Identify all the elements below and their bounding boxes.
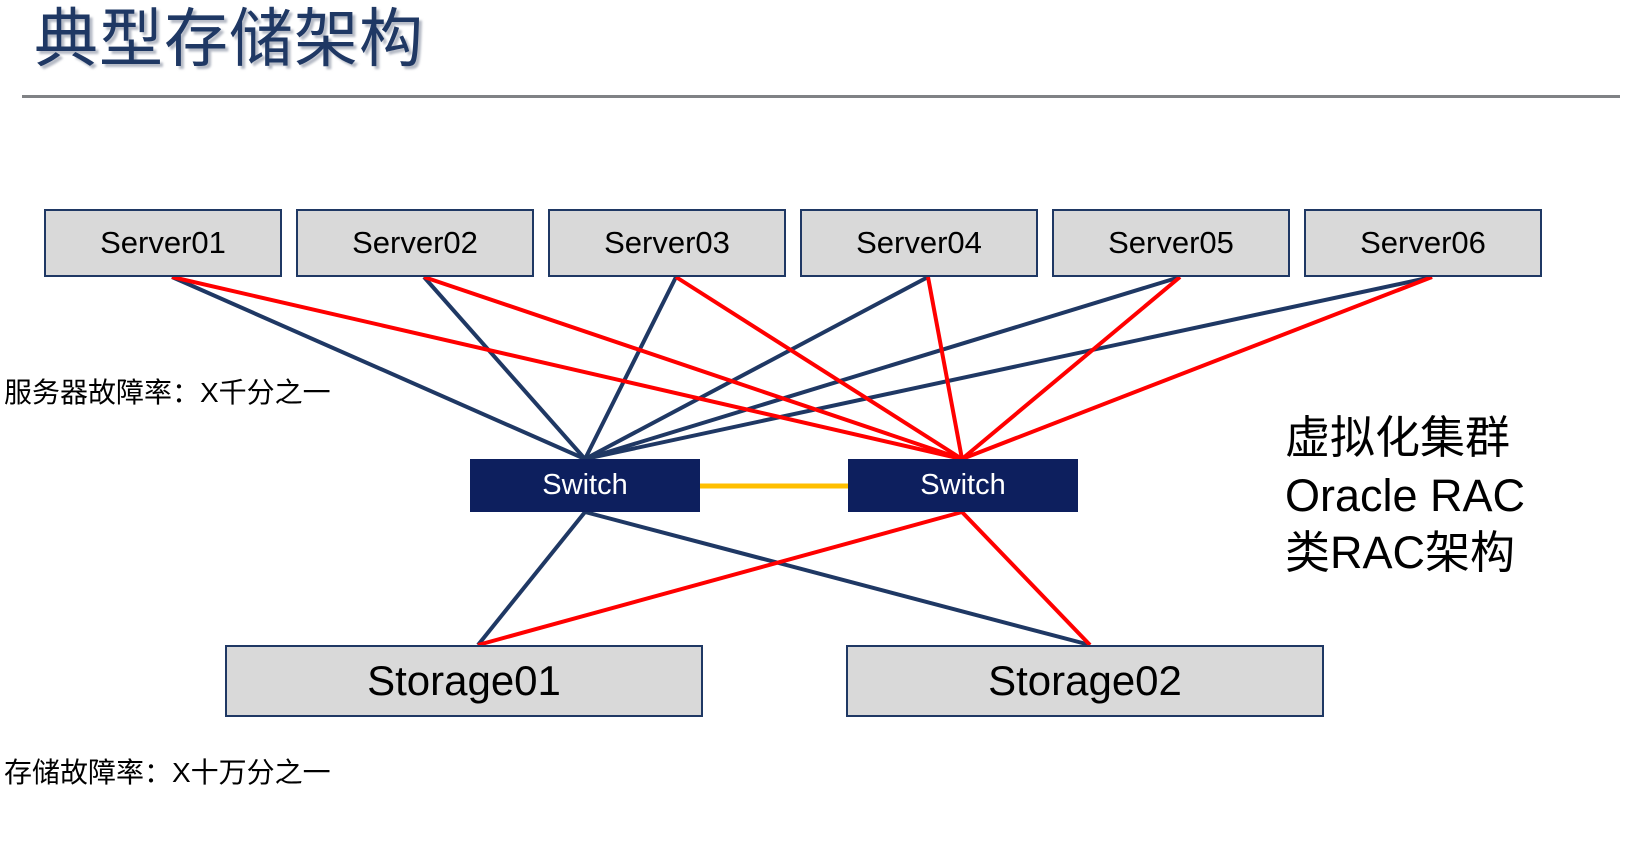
server-node-2[interactable]: Server02	[296, 209, 534, 277]
server-node-label: Server05	[1108, 225, 1234, 260]
cluster-type-note: 虚拟化集群 Oracle RAC 类RAC架构	[1285, 409, 1525, 582]
switch-node-1[interactable]: Switch	[470, 459, 700, 512]
link-switch01-to-storage02	[584, 510, 1091, 647]
storage-failure-rate-note: 存储故障率：X十万分之一	[4, 757, 331, 788]
title-divider	[22, 95, 1620, 98]
cluster-note-line-1: 虚拟化集群	[1285, 412, 1511, 463]
link-switch02-to-storage02	[960, 510, 1092, 647]
link-switch02-to-storage01	[477, 510, 963, 647]
link-server01-to-switch01	[171, 275, 586, 461]
cluster-note-line-3: 类RAC架构	[1285, 527, 1516, 579]
link-server01-to-switch02	[171, 275, 963, 461]
server-node-label: Server06	[1360, 225, 1486, 260]
server-node-1[interactable]: Server01	[44, 209, 282, 277]
link-server03-to-switch01	[583, 276, 678, 460]
server-node-label: Server04	[856, 225, 982, 260]
switch-node-label: Switch	[920, 469, 1006, 501]
server-node-label: Server02	[352, 225, 478, 260]
link-server05-to-switch01	[584, 275, 1181, 461]
server-node-label: Server01	[100, 225, 226, 260]
page-title: 典型存储架构	[34, 3, 424, 75]
server-node-4[interactable]: Server04	[800, 209, 1038, 277]
server-failure-rate-note: 服务器故障率：X千分之一	[4, 377, 331, 408]
storage-node-label: Storage02	[988, 657, 1182, 704]
storage-node-2[interactable]: Storage02	[846, 645, 1324, 717]
link-server03-to-switch02	[674, 275, 964, 461]
link-server05-to-switch02	[960, 275, 1182, 461]
link-server06-to-switch02	[961, 275, 1433, 461]
server-node-5[interactable]: Server05	[1052, 209, 1290, 277]
link-switch01-to-storage01	[476, 510, 587, 647]
link-server04-to-switch02	[926, 276, 964, 460]
connection-lines	[171, 275, 1433, 647]
link-server06-to-switch01	[584, 275, 1433, 461]
server-node-3[interactable]: Server03	[548, 209, 786, 277]
link-server02-to-switch02	[423, 275, 963, 461]
server-node-label: Server03	[604, 225, 730, 260]
link-server02-to-switch01	[422, 275, 587, 461]
server-node-6[interactable]: Server06	[1304, 209, 1542, 277]
cluster-note-line-2: Oracle RAC	[1285, 469, 1526, 521]
storage-node-label: Storage01	[367, 657, 561, 704]
switch-node-label: Switch	[542, 469, 628, 501]
switch-node-2[interactable]: Switch	[848, 459, 1078, 512]
link-server04-to-switch01	[584, 275, 929, 461]
storage-node-1[interactable]: Storage01	[225, 645, 703, 717]
